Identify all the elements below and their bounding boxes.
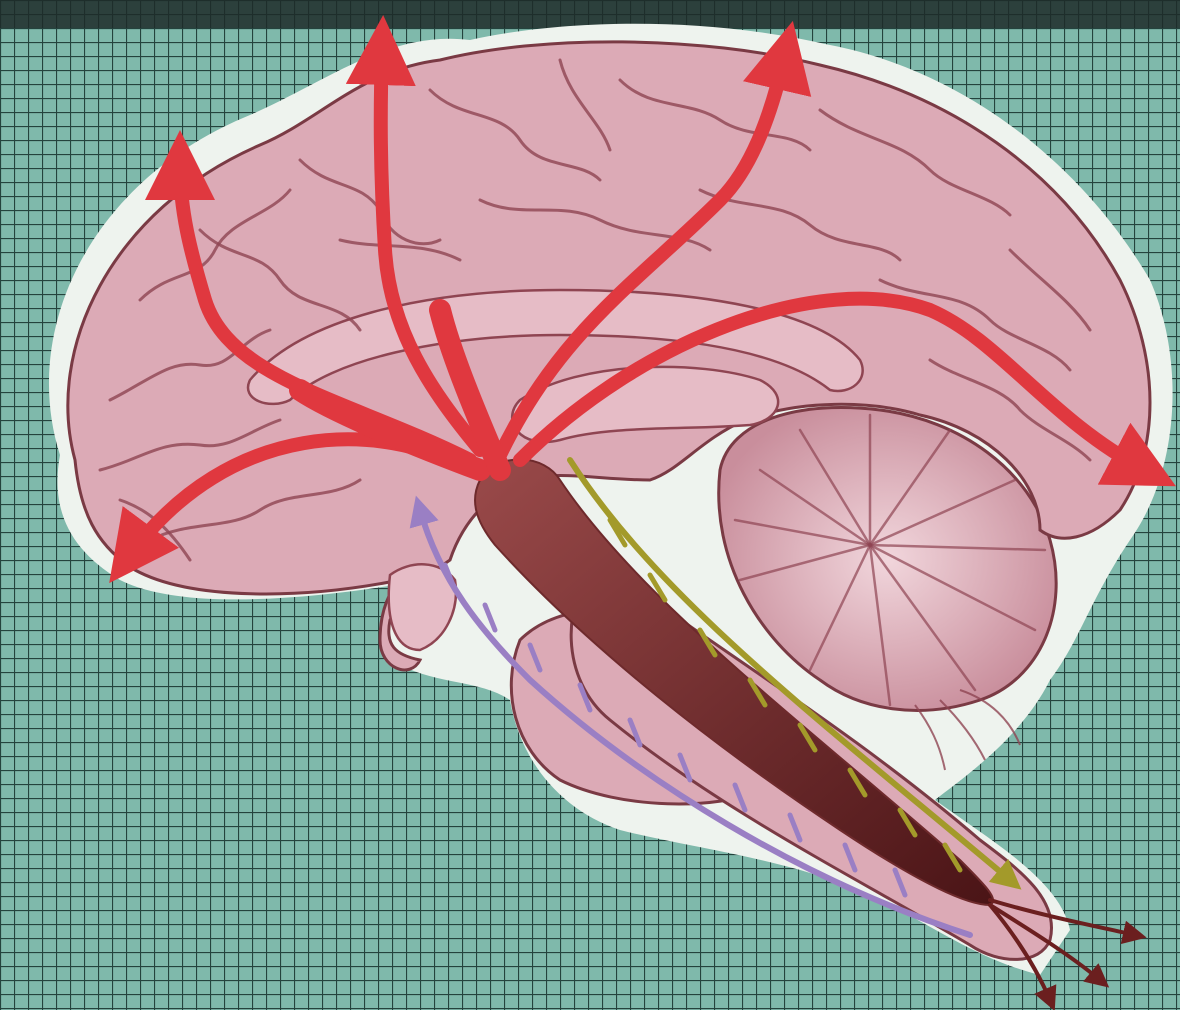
top-border	[0, 0, 1180, 28]
